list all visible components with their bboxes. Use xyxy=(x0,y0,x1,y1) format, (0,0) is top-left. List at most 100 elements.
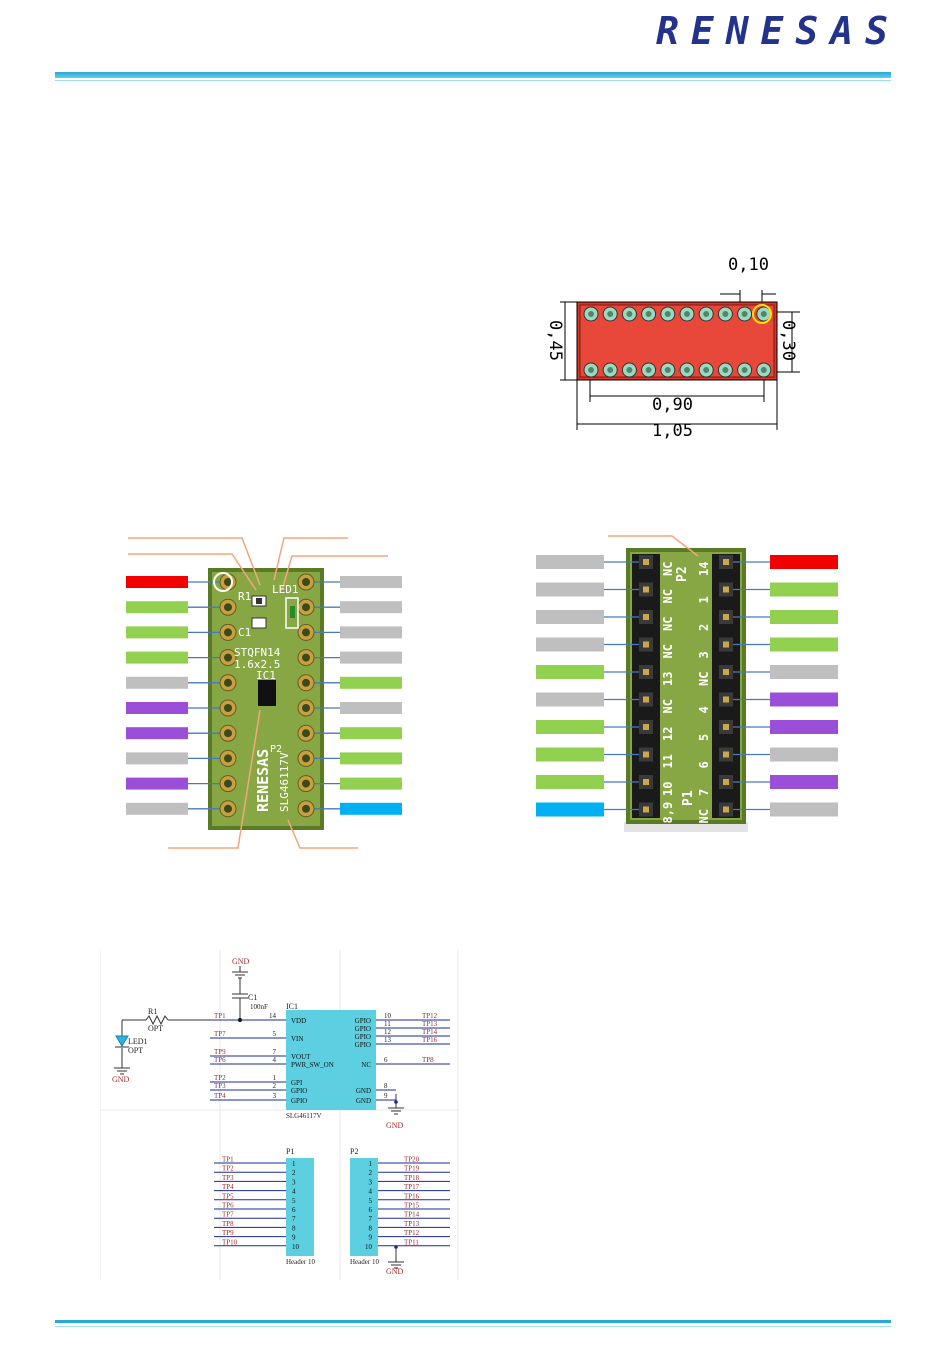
top-right-pin-bar xyxy=(340,727,402,740)
top-pad-hole xyxy=(302,678,310,687)
ic-right-pin-num: 6 xyxy=(384,1056,388,1064)
p1-tp: TP6 xyxy=(222,1202,234,1210)
top-left-pin-bar xyxy=(126,777,188,790)
label-ic1: IC1 xyxy=(256,669,276,682)
header-pin xyxy=(723,669,729,675)
ic-left-tp: TP3 xyxy=(214,1082,226,1090)
board-brand: RENESAS xyxy=(254,749,272,812)
header-right-pin-number: 6 xyxy=(697,761,711,768)
header-pin xyxy=(723,806,729,813)
header-label-p1: P1 xyxy=(681,790,696,806)
p1-pin-num: 6 xyxy=(292,1206,296,1214)
ic-right-tp: TP16 xyxy=(422,1036,438,1044)
p1-pin-num: 3 xyxy=(292,1178,296,1186)
top-right-pin-bar xyxy=(340,777,402,790)
ic-left-tp: TP6 xyxy=(214,1056,226,1064)
header-right-pin-number: NC xyxy=(697,672,711,686)
p1-pin-num: 5 xyxy=(292,1197,296,1205)
header-rule xyxy=(55,72,891,78)
header-right-pin-bar xyxy=(770,692,838,707)
p2-pin-num: 2 xyxy=(369,1169,373,1177)
dim-width-inner: 0,90 xyxy=(652,395,693,415)
ic-left-tp: TP9 xyxy=(214,1048,226,1056)
header-left-pin-number: 8,9 xyxy=(661,802,675,824)
p1-body xyxy=(286,1158,314,1256)
board-shadow xyxy=(624,822,748,832)
ic-left-pin-name: VIN xyxy=(291,1035,303,1043)
r1-value: OPT xyxy=(148,1024,163,1033)
header-pin xyxy=(643,779,649,785)
ic-left-pin-name: VOUT xyxy=(291,1053,311,1061)
top-left-pin-bar xyxy=(126,702,188,714)
p2-footer: Header 10 xyxy=(350,1258,379,1266)
p2-tp: TP11 xyxy=(404,1238,419,1246)
p2-tp: TP13 xyxy=(404,1220,420,1228)
ic-left-pin-name: VDD xyxy=(291,1017,306,1025)
dim-pin1-marker xyxy=(752,304,772,324)
dim-width-outer: 1,05 xyxy=(652,421,693,440)
p1-tp: TP1 xyxy=(222,1156,234,1164)
header-right-pin-bar xyxy=(770,610,838,624)
header-pin xyxy=(723,586,729,593)
p1-pin-num: 1 xyxy=(292,1160,296,1168)
top-pad-hole xyxy=(224,653,232,662)
dim-height-inner: 0,30 xyxy=(778,320,798,361)
top-pad-hole xyxy=(224,603,232,612)
ic-left-pin-num: 5 xyxy=(273,1030,277,1038)
header-left-pin-number: NC xyxy=(661,644,675,658)
p1-tp: TP3 xyxy=(222,1174,234,1182)
ic-right-tp: TP8 xyxy=(422,1056,434,1064)
header-left-pin-bar xyxy=(536,555,604,569)
p1-tp: TP10 xyxy=(222,1238,238,1246)
dim-pad-hole xyxy=(684,311,690,317)
label-p2: P2 xyxy=(270,744,282,755)
header-left-pin-bar xyxy=(536,775,604,789)
header-left-pin-bar xyxy=(536,665,604,679)
header-pin xyxy=(643,696,649,703)
ic-right-pin-num: 11 xyxy=(384,1020,391,1028)
led1-label: LED1 xyxy=(128,1037,148,1046)
header-pin xyxy=(723,614,729,620)
header-right-pin-bar xyxy=(770,582,838,597)
p2-body xyxy=(350,1158,378,1256)
p1-tp: TP9 xyxy=(222,1229,234,1237)
p2-pin-num: 10 xyxy=(365,1243,373,1251)
ic1-part: SLG46117V xyxy=(286,1112,322,1120)
p2-tp: TP12 xyxy=(404,1229,420,1237)
ic-left-tp: TP2 xyxy=(214,1074,226,1082)
ic-right-pin-num: 8 xyxy=(384,1082,388,1090)
header-right-pin-bar xyxy=(770,720,838,734)
ic-right-pin-num: 12 xyxy=(384,1028,392,1036)
dim-pad-hole xyxy=(607,311,614,317)
label-package-size: 1.6x2.5 xyxy=(234,658,280,671)
dim-pad-hole xyxy=(664,367,671,373)
footer-rule-thin xyxy=(55,1326,891,1327)
dim-pad-hole xyxy=(588,367,594,373)
p1-tp: TP5 xyxy=(222,1192,234,1200)
top-pad-hole xyxy=(302,603,310,612)
p1-tp: TP4 xyxy=(222,1183,234,1191)
board-top-view: LED1 R1 C1 STQFN14 1.6x2.5 IC1 RENESAS S… xyxy=(126,537,402,849)
header-right-pin-number: 5 xyxy=(697,734,711,741)
header-pin xyxy=(643,724,649,730)
header-label-p2: P2 xyxy=(675,566,690,582)
top-right-pin-bar xyxy=(340,802,402,815)
p2-pin-num: 1 xyxy=(369,1160,373,1168)
top-pad-hole xyxy=(224,779,232,788)
ic1-body xyxy=(286,1010,376,1110)
top-right-pin-bar xyxy=(340,752,402,765)
footer-rule xyxy=(55,1320,891,1323)
p2-tp: TP17 xyxy=(404,1183,420,1191)
ic-right-pin-name: GPIO xyxy=(355,1041,371,1049)
header-pin xyxy=(723,559,729,565)
p1-footer: Header 10 xyxy=(286,1258,315,1266)
top-right-pin-bar xyxy=(340,676,402,689)
p2-tp: TP19 xyxy=(404,1165,420,1173)
header-right-pin-number: 14 xyxy=(697,562,711,576)
dim-height-outer: 0,45 xyxy=(545,320,565,361)
p1-pin-num: 10 xyxy=(292,1243,300,1251)
header-left-pin-number: 11 xyxy=(661,754,675,768)
header-right-pin-number: 7 xyxy=(697,789,711,796)
ic-right-pin-name: NC xyxy=(361,1061,371,1069)
